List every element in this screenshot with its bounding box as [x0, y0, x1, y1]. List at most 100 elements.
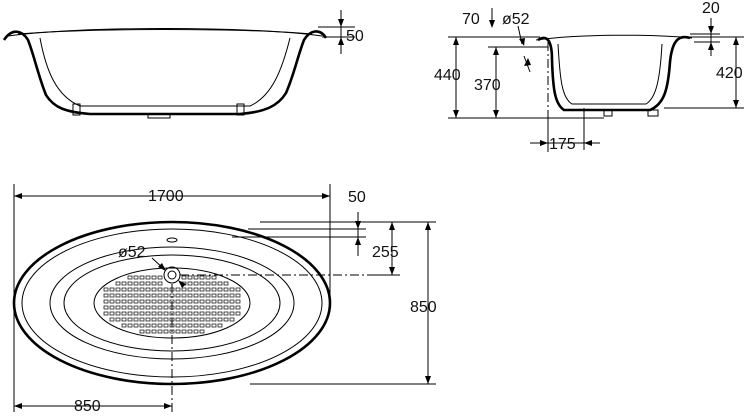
antislip-cell — [223, 317, 229, 322]
antislip-cell — [133, 293, 139, 298]
antislip-cell — [157, 281, 163, 286]
antislip-cell — [145, 275, 151, 280]
antislip-cell — [193, 317, 199, 322]
side-arrow-20-bottom — [708, 42, 714, 50]
antislip-cell — [151, 281, 157, 286]
antislip-cell — [181, 293, 187, 298]
antislip-cell — [199, 275, 205, 280]
antislip-cell — [139, 275, 145, 280]
antislip-cell — [133, 323, 139, 328]
antislip-cell — [217, 299, 223, 304]
antislip-cell — [205, 323, 211, 328]
antislip-cell — [211, 293, 217, 298]
plan-outer-shell — [12, 220, 332, 386]
antislip-cell — [193, 275, 199, 280]
antislip-cell — [181, 317, 187, 322]
antislip-cell — [121, 305, 127, 310]
antislip-cell — [121, 281, 127, 286]
antislip-cell — [187, 329, 193, 334]
antislip-cell — [103, 293, 109, 298]
antislip-cell — [103, 311, 109, 316]
front-view-feet — [72, 103, 245, 119]
antislip-cell — [103, 299, 109, 304]
antislip-cell — [127, 287, 133, 292]
antislip-cell — [235, 305, 241, 310]
antislip-cell — [229, 305, 235, 310]
plan-drain-diameter-label: ø52 — [118, 244, 146, 261]
plan-arrow-50-bottom — [355, 237, 361, 245]
antislip-cell — [145, 305, 151, 310]
antislip-cell — [223, 281, 229, 286]
antislip-cell — [121, 299, 127, 304]
antislip-cell — [199, 287, 205, 292]
plan-length-label: 1700 — [148, 188, 184, 205]
plan-tap-hole — [166, 237, 178, 243]
antislip-cell — [163, 311, 169, 316]
antislip-cell — [199, 305, 205, 310]
antislip-cell — [115, 305, 121, 310]
antislip-cell — [187, 323, 193, 328]
antislip-cell — [145, 287, 151, 292]
side-view-rim — [535, 34, 693, 41]
antislip-cell — [193, 281, 199, 286]
antislip-cell — [217, 311, 223, 316]
side-arrow-370-bottom — [493, 110, 499, 118]
antislip-cell — [109, 293, 115, 298]
antislip-cell — [205, 281, 211, 286]
antislip-cell — [115, 281, 121, 286]
antislip-cell — [205, 305, 211, 310]
side-view: 440 370 70 ø52 20 420 — [434, 0, 744, 153]
plan-arrow-255-bottom — [389, 267, 395, 275]
antislip-cell — [103, 305, 109, 310]
antislip-cell — [127, 299, 133, 304]
antislip-cell — [205, 299, 211, 304]
antislip-cell — [175, 329, 181, 334]
front-drain-outlet — [147, 113, 171, 119]
antislip-cell — [223, 311, 229, 316]
side-view-shell — [537, 35, 691, 112]
antislip-cell — [127, 305, 133, 310]
front-view-outer-shell — [2, 30, 328, 116]
antislip-cell — [127, 293, 133, 298]
side-drain-leader-arrow-2 — [524, 58, 531, 66]
antislip-cell — [109, 311, 115, 316]
antislip-cell — [211, 281, 217, 286]
antislip-cell — [151, 311, 157, 316]
antislip-cell — [157, 305, 163, 310]
antislip-cell — [193, 287, 199, 292]
antislip-cell — [199, 281, 205, 286]
antislip-cell — [157, 311, 163, 316]
plan-arrow-850v-bottom — [425, 376, 431, 384]
antislip-cell — [151, 329, 157, 334]
antislip-cell — [217, 281, 223, 286]
antislip-cell — [109, 305, 115, 310]
front-view-inner-rim — [17, 29, 313, 35]
antislip-cell — [145, 293, 151, 298]
plan-width-label: 850 — [410, 299, 437, 316]
antislip-cell — [121, 323, 127, 328]
antislip-cell — [145, 281, 151, 286]
plan-drain-leader-arrow — [158, 263, 166, 271]
antislip-cell — [157, 275, 163, 280]
antislip-cell — [187, 275, 193, 280]
antislip-cell — [133, 299, 139, 304]
plan-arrow-850h-left — [14, 403, 22, 409]
antislip-cell — [211, 287, 217, 292]
antislip-cell — [235, 287, 241, 292]
antislip-cell — [181, 329, 187, 334]
side-arrow-420-bottom — [733, 100, 739, 108]
antislip-cell — [235, 299, 241, 304]
antislip-cell — [133, 287, 139, 292]
front-view: 50 — [2, 10, 364, 119]
antislip-cell — [163, 317, 169, 322]
plan-arrow-1700-right — [322, 193, 330, 199]
antislip-cell — [115, 287, 121, 292]
side-rim-width-label: 70 — [462, 11, 480, 28]
antislip-cell — [175, 305, 181, 310]
antislip-cell — [139, 305, 145, 310]
antislip-cell — [175, 299, 181, 304]
antislip-cell — [235, 293, 241, 298]
antislip-cell — [193, 323, 199, 328]
antislip-cell — [229, 311, 235, 316]
side-top-rim-label: 20 — [702, 0, 720, 17]
